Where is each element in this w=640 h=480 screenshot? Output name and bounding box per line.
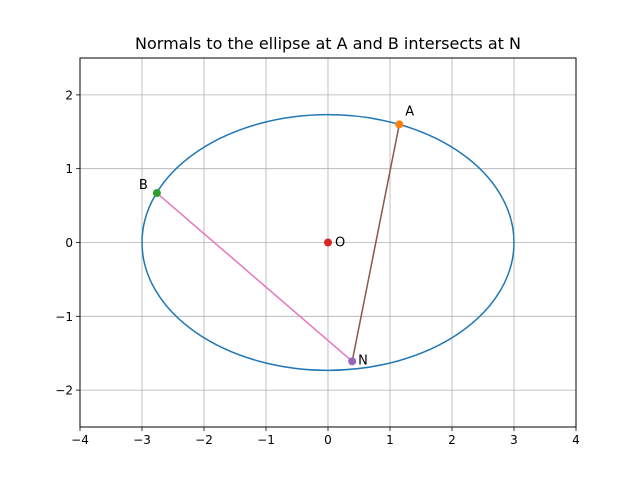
point-label-b: B <box>139 178 148 193</box>
y-tick-label: 2 <box>65 88 73 102</box>
plot-content: O A B N <box>139 104 515 372</box>
normal-line-b-n <box>156 192 353 362</box>
chart-title: Normals to the ellipse at A and B inters… <box>135 34 521 53</box>
y-tick-label: −2 <box>55 384 73 398</box>
x-tick-label: 0 <box>324 433 332 447</box>
x-tick-label: 4 <box>572 433 580 447</box>
x-tick-label: 3 <box>510 433 518 447</box>
point-label-a: A <box>405 104 414 119</box>
y-axis-ticks: −2 −1 0 1 2 <box>55 88 80 398</box>
x-tick-label: −3 <box>133 433 151 447</box>
point-a <box>395 120 404 129</box>
point-label-n: N <box>358 353 368 368</box>
point-n <box>348 357 357 366</box>
ellipse-curve <box>141 113 515 372</box>
x-tick-label: 2 <box>448 433 456 447</box>
point-label-o: O <box>335 236 345 251</box>
normal-line-a-n <box>351 124 401 362</box>
y-tick-label: 1 <box>65 162 73 176</box>
x-tick-label: −2 <box>195 433 213 447</box>
point-b <box>152 189 161 198</box>
x-tick-label: −4 <box>71 433 89 447</box>
x-tick-label: −1 <box>257 433 275 447</box>
point-o <box>324 238 332 247</box>
y-tick-label: −1 <box>55 310 73 324</box>
y-tick-label: 0 <box>65 236 73 250</box>
x-tick-label: 1 <box>386 433 394 447</box>
x-axis-ticks: −4 −3 −2 −1 0 1 2 3 4 <box>71 427 580 447</box>
